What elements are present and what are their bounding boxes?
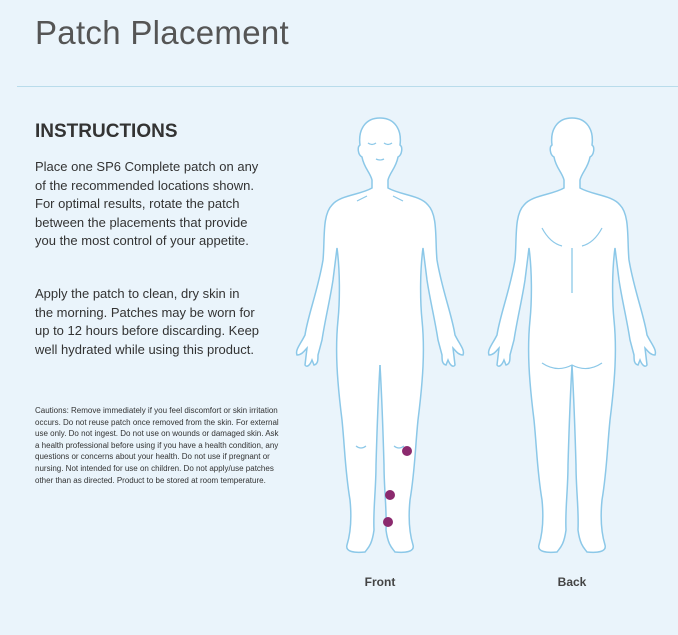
- cautions-text: Cautions: Remove immediately if you feel…: [35, 406, 279, 485]
- instructions-paragraph-1: Place one SP6 Complete patch on any of t…: [35, 159, 259, 248]
- page-title: Patch Placement: [35, 14, 289, 51]
- patch-location-knee: [402, 446, 412, 456]
- header-divider: [17, 86, 678, 87]
- back-body-figure: [487, 117, 657, 554]
- instructions-paragraph-2: Apply the patch to clean, dry skin in th…: [35, 286, 260, 357]
- patch-location-shin: [385, 490, 395, 500]
- back-label: Back: [557, 575, 587, 589]
- front-body-figure: [295, 117, 465, 554]
- front-label: Front: [364, 575, 396, 589]
- eye-right: [383, 142, 393, 146]
- instructions-heading: INSTRUCTIONS: [35, 121, 178, 142]
- patch-location-ankle: [383, 517, 393, 527]
- mouth: [375, 158, 385, 161]
- eye-left: [367, 142, 377, 146]
